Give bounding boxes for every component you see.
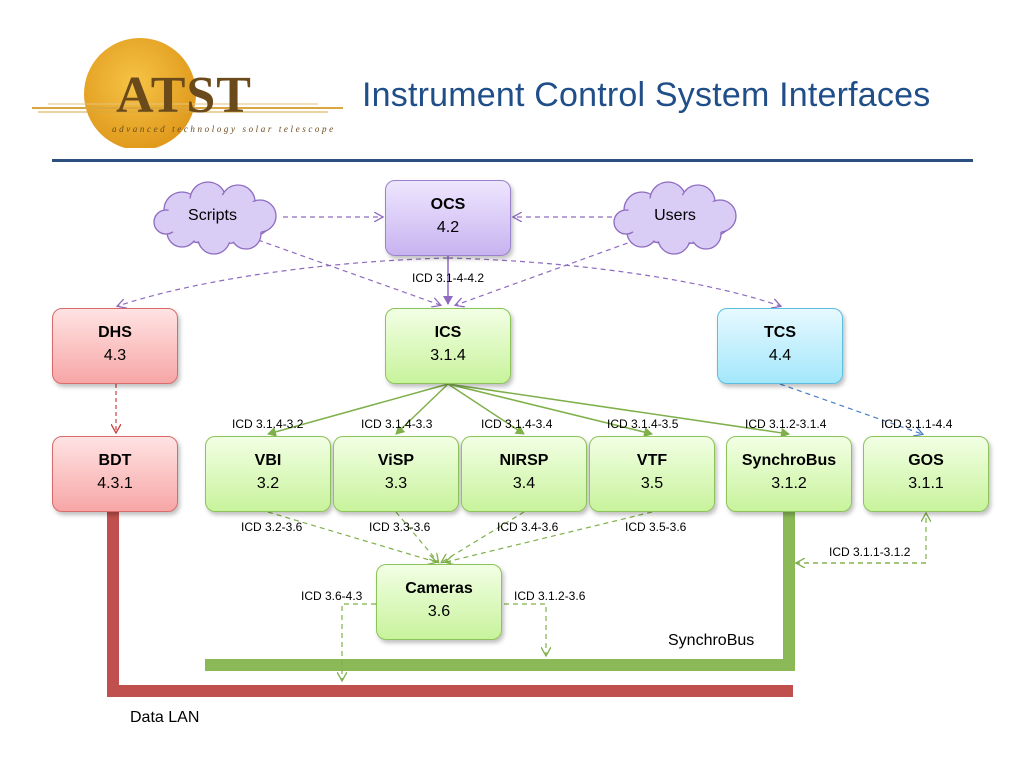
visp-name: ViSP — [377, 452, 415, 469]
logo-tagline: advanced technology solar telescope — [112, 124, 336, 134]
tcs-name: TCS — [764, 324, 796, 341]
ocs-name: OCS — [430, 196, 466, 213]
visp-node: ViSP 3.3 — [333, 436, 459, 512]
icd-label: ICD 3.4-3.6 — [497, 520, 559, 534]
cameras-node: Cameras 3.6 — [376, 564, 502, 640]
gos-number: 3.1.1 — [908, 475, 944, 492]
vbi-node: VBI 3.2 — [205, 436, 331, 512]
icd-label: ICD 3.3-3.6 — [369, 520, 431, 534]
slide-title: Instrument Control System Interfaces — [362, 76, 931, 114]
logo-text: ATST — [116, 67, 252, 124]
gos-node: GOS 3.1.1 — [863, 436, 989, 512]
atst-logo: ATST advanced technology solar telescope — [28, 38, 348, 150]
icd-label: ICD 3.1.4-3.5 — [607, 417, 679, 431]
vbi-name: VBI — [254, 452, 282, 469]
data-lan-label: Data LAN — [130, 709, 200, 726]
users-label: Users — [654, 207, 696, 224]
icd-label: ICD 3.1.4-3.4 — [481, 417, 553, 431]
vbi-number: 3.2 — [256, 475, 280, 492]
scripts-cloud: Scripts — [150, 180, 285, 256]
vtf-name: VTF — [636, 452, 668, 469]
synchrobus-name: SynchroBus — [741, 452, 837, 469]
tcs-number: 4.4 — [768, 347, 792, 364]
visp-number: 3.3 — [384, 475, 408, 492]
cloud-icon — [153, 181, 277, 255]
synchrobus-node: SynchroBus 3.1.2 — [726, 436, 852, 512]
ocs-number: 4.2 — [436, 219, 460, 236]
cloud-icon — [613, 181, 737, 255]
camera-links — [267, 511, 926, 680]
data-lan-bus — [107, 512, 793, 697]
dhs-name: DHS — [98, 324, 132, 341]
cameras-number: 3.6 — [427, 603, 451, 620]
icd-label: ICD 3.6-4.3 — [301, 589, 363, 603]
synchrobus-number: 3.1.2 — [771, 475, 807, 492]
ocs-node: OCS 4.2 — [385, 180, 511, 256]
users-cloud: Users — [610, 180, 745, 256]
icd-label: ICD 3.1.2-3.1.4 — [745, 417, 827, 431]
dhs-node: DHS 4.3 — [52, 308, 178, 384]
ics-number: 3.1.4 — [430, 347, 466, 364]
icd-label: ICD 3.5-3.6 — [625, 520, 687, 534]
synchrobus-bus — [205, 512, 795, 671]
icd-label: ICD 3.2-3.6 — [241, 520, 303, 534]
title-divider — [52, 159, 973, 162]
bdt-node: BDT 4.3.1 — [52, 436, 178, 512]
icd-label: ICD 3.1-4-4.2 — [412, 271, 485, 285]
icd-label: ICD 3.1.2-3.6 — [514, 589, 586, 603]
cameras-name: Cameras — [405, 580, 473, 597]
vtf-node: VTF 3.5 — [589, 436, 715, 512]
tcs-gos-link — [779, 383, 922, 434]
ocs-links — [118, 217, 780, 306]
icd-label: ICD 3.1.1-3.1.2 — [829, 545, 911, 559]
gos-name: GOS — [908, 452, 944, 469]
tcs-node: TCS 4.4 — [717, 308, 843, 384]
bdt-name: BDT — [98, 452, 132, 469]
nirsp-node: NIRSP 3.4 — [461, 436, 587, 512]
ics-instrument-links — [267, 383, 790, 438]
synchrobus-bus-label: SynchroBus — [668, 632, 755, 649]
sun-logo-icon — [32, 38, 343, 150]
scripts-label: Scripts — [188, 207, 237, 224]
bdt-number: 4.3.1 — [97, 475, 133, 492]
icd-label: ICD 3.1.4-3.2 — [232, 417, 304, 431]
ics-node: ICS 3.1.4 — [385, 308, 511, 384]
nirsp-name: NIRSP — [499, 452, 549, 469]
nirsp-number: 3.4 — [512, 475, 536, 492]
vtf-number: 3.5 — [640, 475, 664, 492]
icd-label: ICD 3.1.4-3.3 — [361, 417, 433, 431]
dhs-number: 4.3 — [103, 347, 127, 364]
icd-label: ICD 3.1.1-4.4 — [881, 417, 953, 431]
ics-name: ICS — [434, 324, 462, 341]
